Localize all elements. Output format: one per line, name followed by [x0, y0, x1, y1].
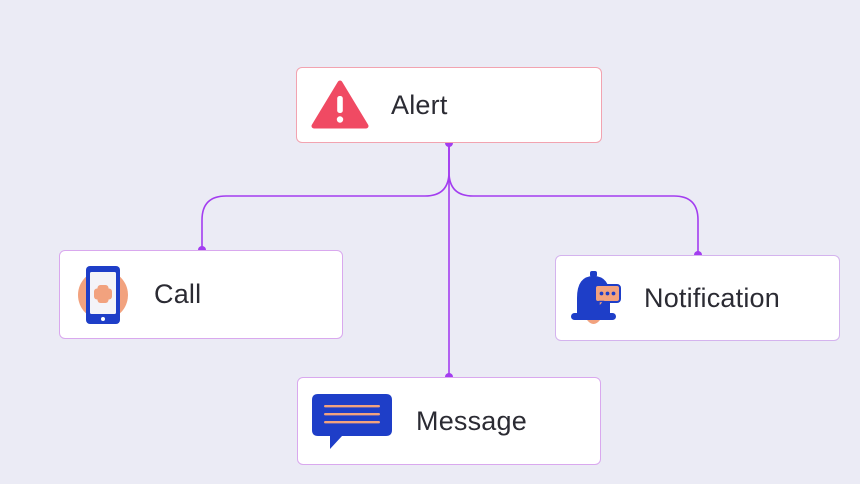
bell-notification-icon — [571, 271, 621, 324]
warning-triangle-icon — [311, 80, 369, 129]
call-label: Call — [154, 279, 202, 309]
alert-label: Alert — [391, 89, 448, 120]
call-node[interactable]: Call — [59, 250, 343, 339]
mobile-phone-icon — [78, 265, 128, 324]
connector-alert-notification — [448, 142, 699, 256]
message-label: Message — [416, 405, 527, 436]
notification-label: Notification — [644, 282, 780, 313]
notification-node[interactable]: Notification — [555, 255, 840, 341]
alert-node[interactable]: Alert — [296, 67, 602, 143]
chat-bubble-icon — [312, 394, 392, 449]
connector-alert-call — [201, 142, 450, 251]
message-node[interactable]: Message — [297, 377, 601, 465]
